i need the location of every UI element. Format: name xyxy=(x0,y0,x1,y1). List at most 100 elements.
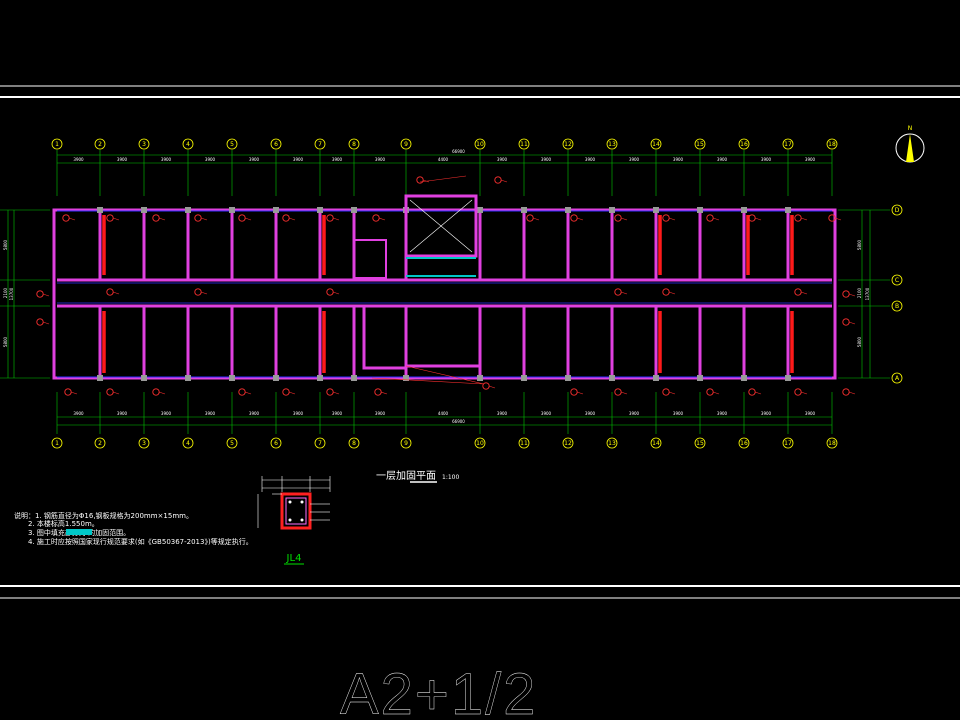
column xyxy=(609,375,615,381)
callout-marker xyxy=(614,288,622,296)
callout-marker xyxy=(706,388,714,396)
column xyxy=(185,375,191,381)
axis-bubble-top xyxy=(314,138,326,150)
callout-leader xyxy=(848,293,856,297)
top-dim-text: 3900 xyxy=(73,157,84,162)
axis-label-top: 10 xyxy=(476,141,484,148)
axis-bubble-bottom xyxy=(474,437,486,449)
axis-bubble-top xyxy=(51,138,63,150)
callout-leader xyxy=(419,175,467,183)
callout-leader xyxy=(332,217,340,221)
callout-marker xyxy=(794,288,802,296)
column xyxy=(141,375,147,381)
callout-marker xyxy=(106,388,114,396)
axis-label-top: 13 xyxy=(608,141,616,148)
callout-marker xyxy=(842,318,850,326)
axis-bubble-top xyxy=(270,138,282,150)
axis-label-bottom: 8 xyxy=(352,440,356,447)
callout-marker xyxy=(36,318,44,326)
column xyxy=(185,207,191,213)
column xyxy=(351,375,357,381)
bottom-dim-text: 3900 xyxy=(117,411,128,416)
top-dim-text: 3900 xyxy=(629,157,640,162)
callout-marker xyxy=(152,214,160,222)
callout-leader xyxy=(112,291,120,295)
callout-leader xyxy=(620,291,628,295)
axis-label-top: 17 xyxy=(784,141,792,148)
callout-leader xyxy=(42,293,50,297)
callout-leader xyxy=(488,385,496,389)
axis-bubble-bottom xyxy=(94,437,106,449)
small-room xyxy=(353,239,387,279)
callout-marker xyxy=(62,214,70,222)
note-line-4: 4. 施工时应按照国家现行规范要求(如《GB50367-2013》)等规定执行。 xyxy=(28,537,253,546)
axis-label-bottom: 7 xyxy=(318,440,322,447)
axis-bubble-top xyxy=(650,138,662,150)
sheet-frame xyxy=(0,85,960,599)
column xyxy=(785,375,791,381)
axis-bubble-top xyxy=(94,138,106,150)
callouts xyxy=(36,175,856,396)
column xyxy=(317,375,323,381)
axis-label-bottom: 15 xyxy=(696,440,704,447)
axis-label-bottom: 17 xyxy=(784,440,792,447)
column xyxy=(697,375,703,381)
column xyxy=(317,207,323,213)
notes-block: 说明：1. 钢筋直径为Φ16,钢板规格为200mm×15mm。 2. 本楼标高1… xyxy=(14,511,253,546)
callout-marker xyxy=(416,176,424,184)
axis-label-top: 18 xyxy=(828,141,836,148)
axis-label-top: 11 xyxy=(520,141,528,148)
top-dim-text: 3900 xyxy=(805,157,816,162)
note-line-1: 说明：1. 钢筋直径为Φ16,钢板规格为200mm×15mm。 xyxy=(14,511,193,520)
callout-marker xyxy=(106,288,114,296)
callout-marker xyxy=(238,388,246,396)
axis-label-bottom: 10 xyxy=(476,440,484,447)
axis-bubble-bottom xyxy=(518,437,530,449)
axis-label-bottom: 2 xyxy=(98,440,102,447)
callout-leader xyxy=(332,391,340,395)
axis-label-bottom: 14 xyxy=(652,440,660,447)
axis-label-top: 2 xyxy=(98,141,102,148)
axis-label-bottom: 5 xyxy=(230,440,234,447)
row-bubble xyxy=(891,204,903,216)
column xyxy=(273,375,279,381)
top-dim-text: 3900 xyxy=(717,157,728,162)
row-bubble xyxy=(891,274,903,286)
row-bubble xyxy=(891,372,903,384)
axis-bubble-bottom xyxy=(650,437,662,449)
callout-marker xyxy=(662,388,670,396)
callout-marker xyxy=(570,388,578,396)
column xyxy=(97,375,103,381)
north-arrow: N xyxy=(895,125,925,163)
axis-label-top: 3 xyxy=(142,141,146,148)
axis-label-bottom: 11 xyxy=(520,440,528,447)
callout-leader xyxy=(668,391,676,395)
callout-marker xyxy=(662,288,670,296)
callout-marker xyxy=(662,214,670,222)
callout-leader xyxy=(848,321,856,325)
right-dim-text: 5800 xyxy=(857,239,862,250)
axis-bubble-top xyxy=(826,138,838,150)
bottom-dim-text: 3900 xyxy=(375,411,386,416)
column xyxy=(273,207,279,213)
axis-label-bottom: 16 xyxy=(740,440,748,447)
callout-marker xyxy=(842,290,850,298)
top-dim-text: 3900 xyxy=(673,157,684,162)
callout-leader xyxy=(532,217,540,221)
callout-marker xyxy=(106,214,114,222)
axis-bubble-bottom xyxy=(606,437,618,449)
bottom-dim-text: 3900 xyxy=(73,411,84,416)
left-dim-text: 2100 xyxy=(3,287,8,298)
callout-leader xyxy=(288,217,296,221)
callout-leader xyxy=(405,365,485,385)
bottom-dim-text: 3900 xyxy=(161,411,172,416)
bottom-dim-text: 3900 xyxy=(332,411,343,416)
callout-marker xyxy=(748,214,756,222)
callout-leader xyxy=(576,391,584,395)
callout-marker xyxy=(794,214,802,222)
column xyxy=(403,375,409,381)
callout-leader xyxy=(754,217,762,221)
bottom-dim-text: 3900 xyxy=(205,411,216,416)
